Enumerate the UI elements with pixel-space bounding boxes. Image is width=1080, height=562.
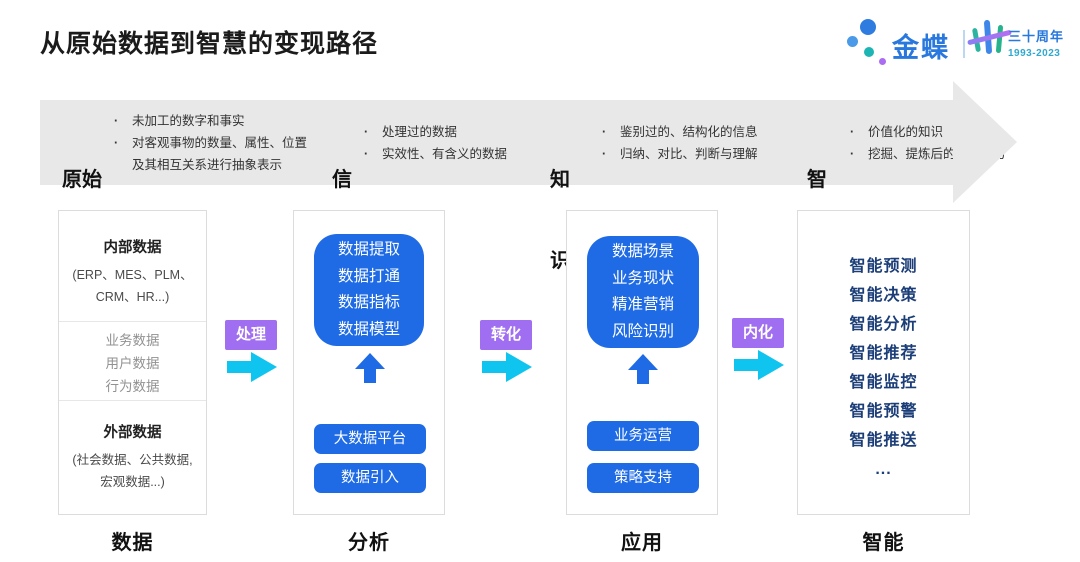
logo-dot-purple-icon [879,58,886,65]
right-arrow-icon [734,350,784,380]
right-arrow-icon [227,352,277,382]
bullet-icon: · [850,125,855,139]
bullet-icon: · [114,114,119,128]
column-intelligence-box [797,210,970,515]
stage-points-raw-data: ·未加工的数字和事实 ·对客观事物的数量、属性、位置及其相互关系进行抽象表示 [114,110,310,176]
bigdata-platform-box: 大数据平台 [314,424,426,454]
up-arrow-icon [355,353,385,383]
stage-points-knowledge: ·鉴别过的、结构化的信息 ·归纳、对比、判断与理解 [602,121,822,165]
logo-dot-blue-icon [860,19,876,35]
column-analysis-box: 数据提取 数据打通 数据指标 数据模型 大数据平台 数据引入 [293,210,445,515]
connector-transform-label: 转化 [480,320,532,350]
external-data-examples: (社会数据、公共数据, 宏观数据...) [72,453,193,489]
list-item: 智能预警 [849,403,918,420]
middle-data-section: 业务数据 用户数据 行为数据 [59,321,206,401]
strategy-support-box: 策略支持 [587,463,699,493]
banner-arrowhead-icon [953,81,1017,203]
thirty-anniversary-mark-icon [967,18,1012,62]
connector-internalize-label: 内化 [732,318,784,348]
bullet-icon: · [364,125,369,139]
list-item: 智能预测 [849,258,918,275]
footer-label-data: 数据 [111,532,154,554]
logo-divider [963,30,965,58]
brand-name: 金蝶 [892,33,950,63]
list-item: 智能推荐 [849,345,918,362]
right-arrow-icon [482,352,532,382]
stage-name-knowledge: 知 识 [550,169,570,272]
column-application-box: 数据场景 业务现状 精准营销 风险识别 业务运营 策略支持 [566,210,718,515]
internal-data-title: 内部数据 [103,240,162,256]
bullet-icon: · [602,125,607,139]
business-operation-box: 业务运营 [587,421,699,451]
logo-dot-teal-icon [864,47,874,57]
anniversary-title: 三十周年 [1008,29,1065,44]
up-arrow-icon [628,354,658,384]
intelligence-list: 智能预测 智能决策 智能分析 智能推荐 智能监控 智能预警 智能推送 ... [797,252,970,484]
anniversary-block: 三十周年 1993-2023 [1008,26,1078,59]
stage-points-information: ·处理过的数据 ·实效性、有含义的数据 [364,121,569,165]
page-title: 从原始数据到智慧的变现路径 [40,30,379,58]
bullet-icon: · [602,147,607,161]
external-data-title: 外部数据 [103,425,162,441]
connector-process-label: 处理 [225,320,277,350]
list-item-ellipsis: ... [875,461,892,478]
logo-dot-lightblue-icon [847,36,858,47]
internal-data-section: 内部数据 (ERP、MES、PLM、CRM、HR...) [59,211,206,321]
external-data-section: 外部数据 (社会数据、公共数据, 宏观数据...) [59,401,206,493]
list-item: 智能决策 [849,287,918,304]
application-main-box: 数据场景 业务现状 精准营销 风险识别 [587,236,699,348]
anniversary-years: 1993-2023 [1008,48,1061,59]
bullet-icon: · [850,147,855,161]
bullet-icon: · [364,147,369,161]
dikw-arrow-banner: 原始 数据 ·未加工的数字和事实 ·对客观事物的数量、属性、位置及其相互关系进行… [40,100,1006,272]
footer-label-intelligence: 智能 [862,532,905,554]
data-ingest-box: 数据引入 [314,463,426,493]
internal-data-examples: (ERP、MES、PLM、CRM、HR...) [72,268,193,304]
footer-label-analysis: 分析 [348,532,390,554]
column-data-box: 内部数据 (ERP、MES、PLM、CRM、HR...) 业务数据 用户数据 行… [58,210,207,515]
analysis-main-box: 数据提取 数据打通 数据指标 数据模型 [314,234,424,346]
footer-label-application: 应用 [621,532,663,554]
list-item: 智能分析 [849,316,918,333]
list-item: 智能监控 [849,374,918,391]
bullet-icon: · [114,136,119,150]
list-item: 智能推送 [849,432,918,449]
